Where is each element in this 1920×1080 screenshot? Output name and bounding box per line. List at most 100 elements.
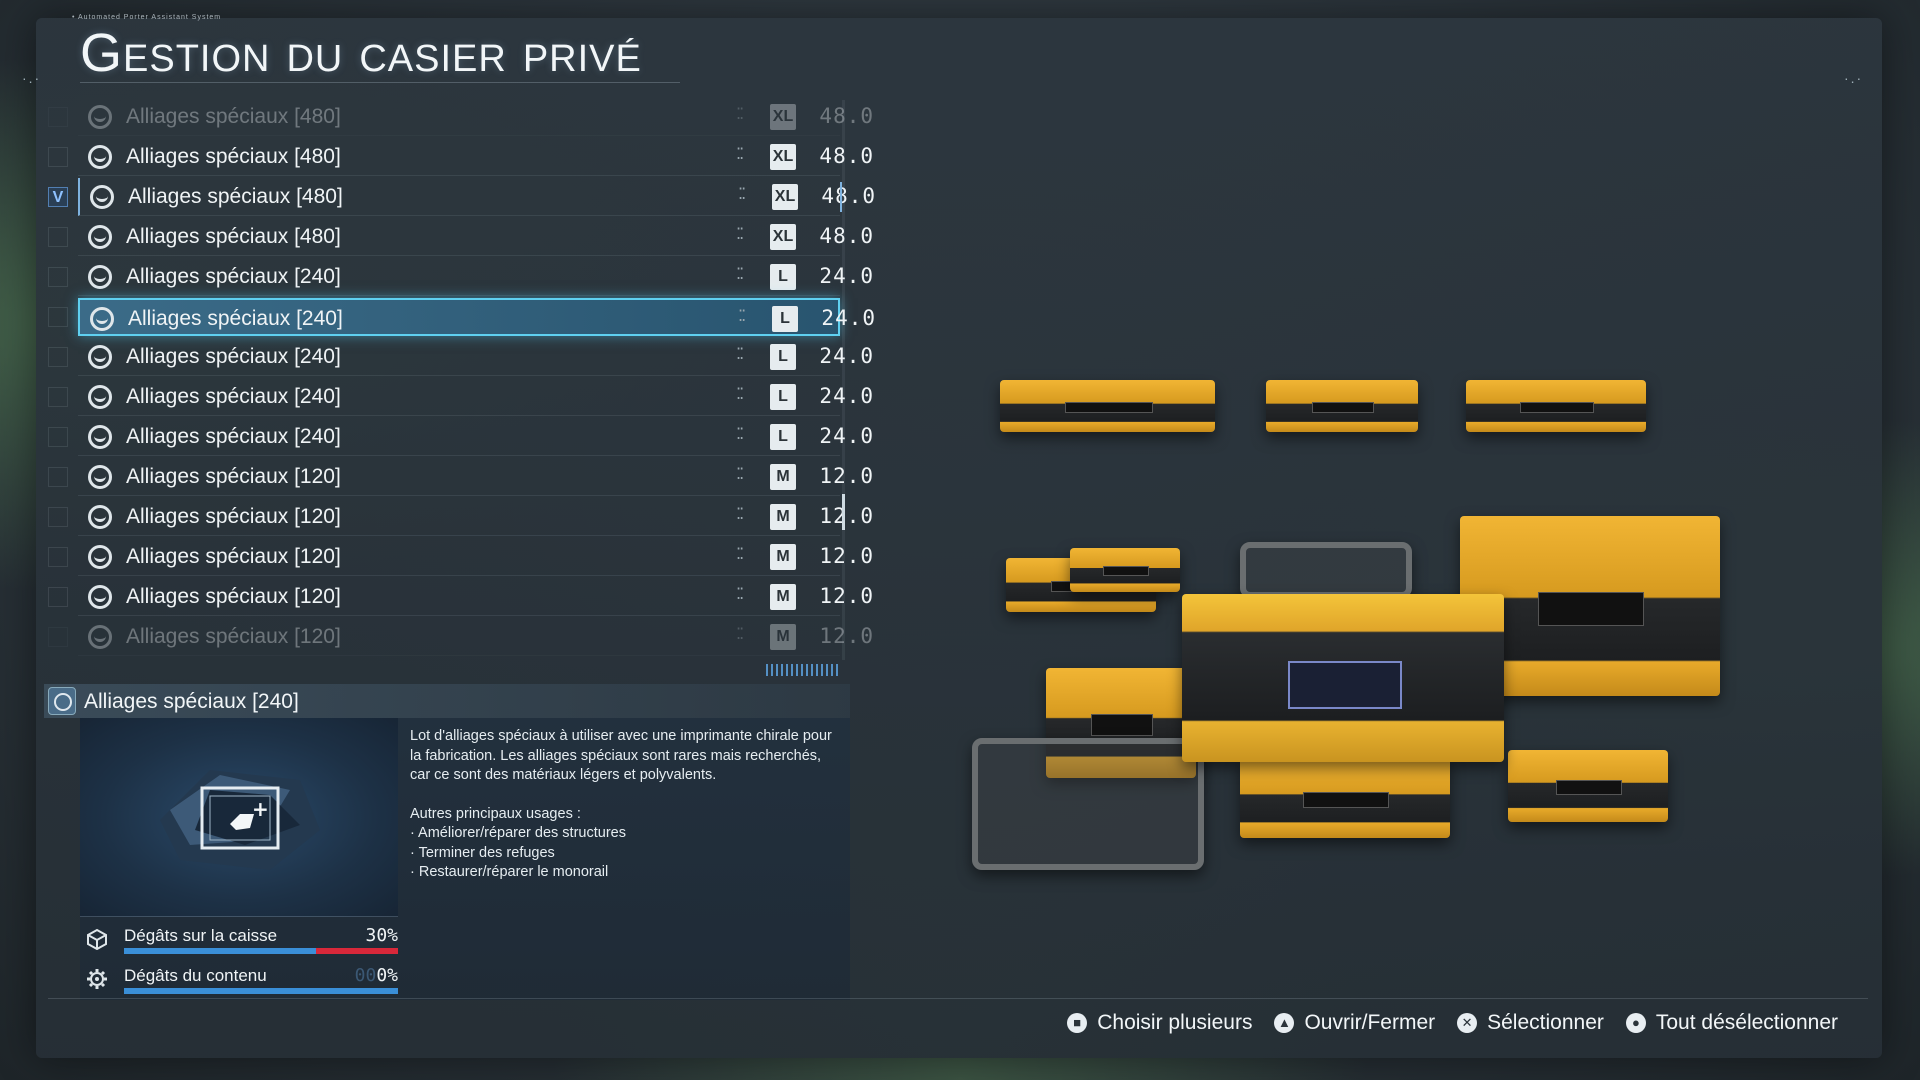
prompt-1[interactable]: ▲Ouvrir/Fermer [1274,1011,1435,1035]
list-scroll-thumb[interactable] [842,494,845,530]
crate [1070,548,1180,592]
prompt-0[interactable]: ■Choisir plusieurs [1067,1011,1252,1035]
row-checkbox[interactable] [48,507,68,527]
item-weight: 24.0 [819,384,874,408]
prompt-2[interactable]: ✕Sélectionner [1457,1011,1604,1035]
alloy-icon [90,307,114,331]
drag-handle-icon: ⁚⁚ [736,626,744,643]
prompt-label: Choisir plusieurs [1097,1011,1253,1034]
row-checkbox[interactable] [48,627,68,647]
crate [1046,668,1196,778]
row-checkbox[interactable] [48,427,68,447]
prompt-label: Tout désélectionner [1655,1011,1838,1034]
item-image: + [80,718,398,917]
alloy-icon [88,265,112,289]
crate [1240,758,1450,838]
svg-text:+: + [252,797,269,821]
item-name: Alliages spéciaux [120] [126,545,341,568]
drag-handle-icon: ⁚⁚ [736,346,744,363]
page-title: Gestion du casier privé [80,23,642,83]
row-checkbox[interactable] [48,387,68,407]
item-weight: 12.0 [819,504,874,528]
alloy-icon [88,225,112,249]
alloy-icon [48,687,76,715]
size-badge: L [770,344,796,370]
item-name: Alliages spéciaux [240] [126,345,341,368]
item-name: Alliages spéciaux [120] [126,585,341,608]
damage-bar [124,988,398,994]
size-badge: L [772,306,798,332]
gear-icon [87,969,107,989]
size-badge: M [770,624,796,650]
item-weight: 12.0 [819,584,874,608]
stat-value: 30% [365,925,398,946]
size-badge: XL [770,104,796,130]
row-checkbox[interactable] [48,227,68,247]
size-badge: XL [772,184,798,210]
list-scrollbar[interactable] [842,100,845,660]
drag-handle-icon: ⁚⁚ [736,226,744,243]
controller-button-icon: ● [1625,1013,1646,1033]
stat-content-damage: Dégâts du contenu 000% [80,960,398,998]
prompt-3[interactable]: ● Tout désélectionner [1625,1011,1838,1035]
item-weight: 24.0 [819,344,874,368]
list-item[interactable]: Alliages spéciaux [240] ⁚⁚ L 24.0 [44,338,873,376]
item-weight: 12.0 [819,544,874,568]
row-checkbox[interactable] [48,307,68,327]
row-bar[interactable]: Alliages spéciaux [240] ⁚⁚ L 24.0 [78,338,873,376]
stat-label: Dégâts du contenu [124,966,267,985]
size-badge: L [770,384,796,410]
prompt-label: Sélectionner [1487,1011,1604,1034]
crate [1466,380,1646,432]
description-text: Lot d'alliages spéciaux à utiliser avec … [410,728,832,783]
alloy-icon [88,145,112,169]
alloy-icon [88,105,112,129]
row-checkbox[interactable] [48,547,68,567]
row-checkbox[interactable] [48,147,68,167]
row-checkbox[interactable]: V [48,187,68,207]
item-weight: 12.0 [819,464,874,488]
locker-3d-preview [950,330,1750,890]
row-checkbox[interactable] [48,107,68,127]
row-checkbox[interactable] [48,347,68,367]
alloy-icon [88,385,112,409]
alloy-icon [88,625,112,649]
crate [1266,380,1418,432]
item-weight: 24.0 [819,264,874,288]
row-checkbox[interactable] [48,267,68,287]
drag-handle-icon: ⁚⁚ [736,386,744,403]
item-name: Alliages spéciaux [120] [126,465,341,488]
prompt-label: Ouvrir/Fermer [1304,1011,1436,1034]
row-checkbox[interactable] [48,587,68,607]
item-weight: 48.0 [819,144,874,168]
row-checkbox[interactable] [48,467,68,487]
corner-mark-left: ·.· [22,70,42,86]
